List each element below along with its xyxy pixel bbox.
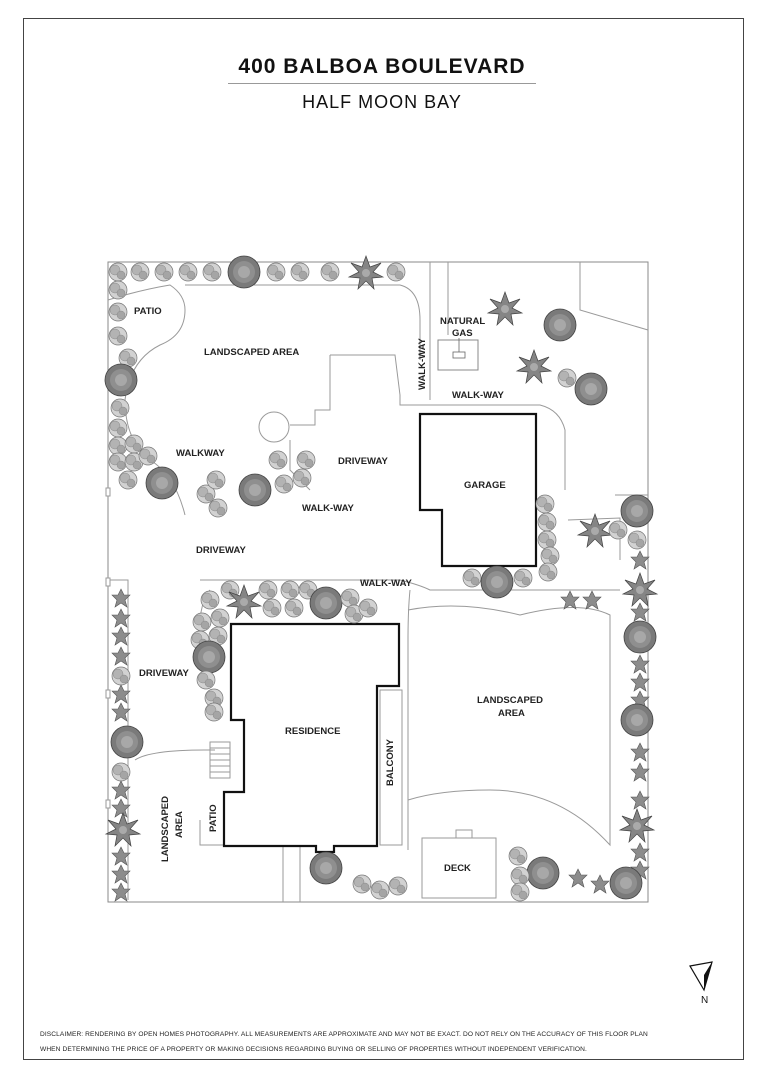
gas-meter-icon (437, 338, 479, 371)
disclaimer: DISCLAIMER: RENDERING BY OPEN HOMES PHOT… (40, 1027, 730, 1057)
label-landscaped-top: LANDSCAPED AREA (204, 347, 299, 358)
page-frame (23, 18, 744, 1060)
residence-building (222, 622, 401, 854)
title-divider (228, 83, 536, 84)
label-landscaped-left-2: AREA (174, 811, 185, 838)
label-walkway-vertical: WALK-WAY (417, 337, 428, 390)
label-walkway-top-right: WALK-WAY (452, 390, 505, 401)
disclaimer-line-1: DISCLAIMER: RENDERING BY OPEN HOMES PHOT… (40, 1031, 648, 1038)
label-residence: RESIDENCE (285, 726, 340, 737)
page-title: 400 BALBOA BOULEVARD (238, 55, 526, 78)
compass-arrow-icon: N (689, 961, 713, 1006)
label-natural-gas-1: NATURAL (440, 316, 485, 327)
label-walkway-mid: WALK-WAY (360, 578, 413, 589)
label-garage: GARAGE (464, 480, 506, 491)
label-driveway-center: DRIVEWAY (338, 456, 388, 467)
label-driveway-main: DRIVEWAY (196, 545, 246, 556)
label-landscaped-left: LANDSCAPED (160, 796, 171, 862)
label-patio-top: PATIO (134, 306, 162, 317)
label-landscaped-right-1: LANDSCAPED (477, 695, 543, 706)
page-subtitle: HALF MOON BAY (302, 92, 462, 112)
garage-building (418, 412, 538, 568)
compass-letter: N (701, 995, 708, 1006)
label-walkway-center: WALK-WAY (302, 503, 355, 514)
label-balcony: BALCONY (385, 738, 396, 786)
plan-labels: PATIO LANDSCAPED AREA NATURAL GAS WALK-W… (134, 306, 543, 874)
label-patio-bottom: PATIO (208, 804, 219, 832)
disclaimer-line-2: WHEN DETERMINING THE PRICE OF A PROPERTY… (40, 1046, 587, 1053)
label-driveway-left: DRIVEWAY (139, 668, 189, 679)
label-deck: DECK (444, 863, 471, 874)
label-landscaped-right-2: AREA (498, 708, 525, 719)
label-natural-gas-2: GAS (452, 328, 473, 339)
label-walkway-left: WALKWAY (176, 448, 225, 459)
